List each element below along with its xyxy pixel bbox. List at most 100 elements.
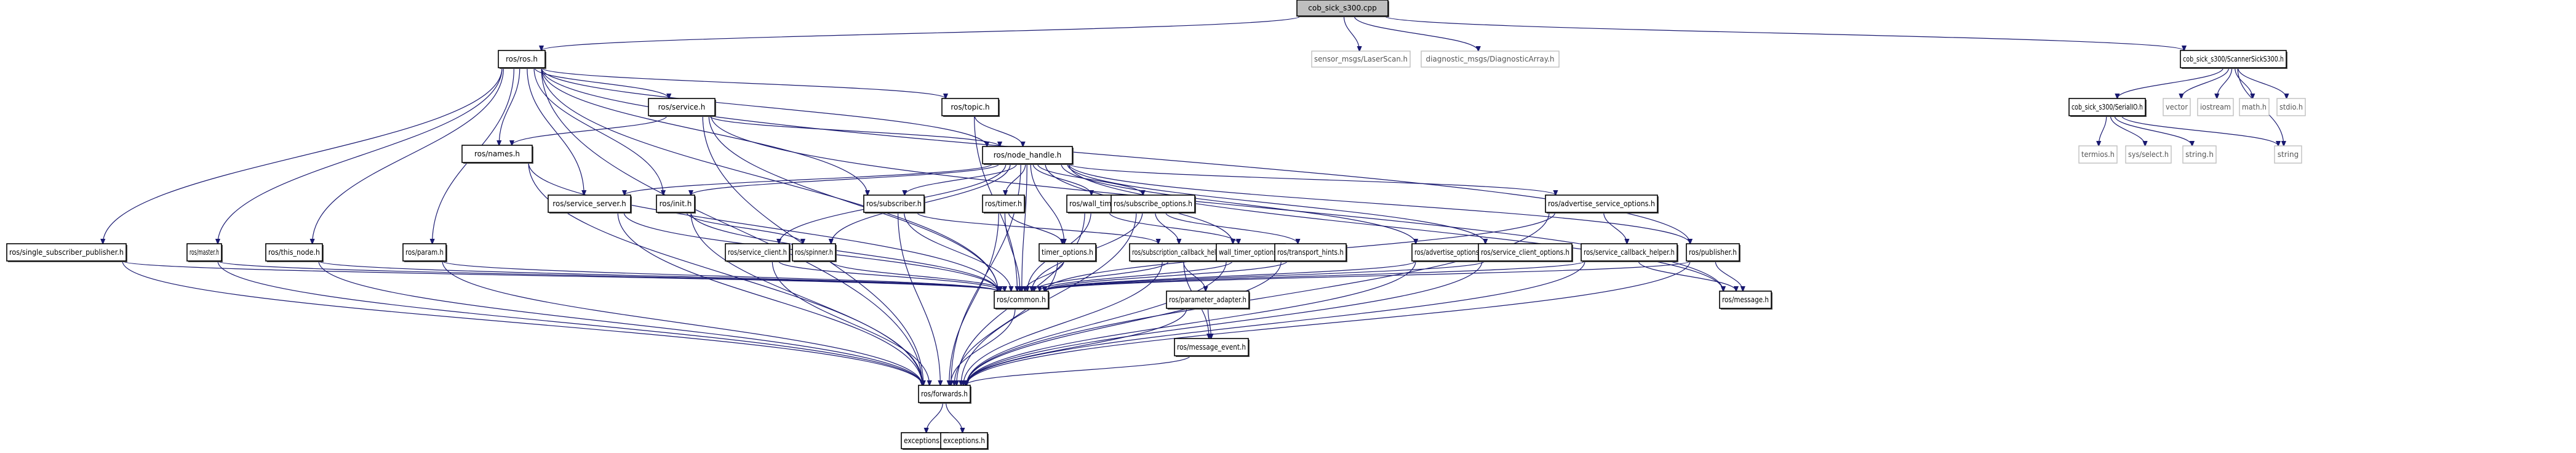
node-subscriber[interactable]: ros/subscriber.h: [863, 194, 925, 214]
edge-init-to-spinner: [686, 212, 803, 244]
node-forwards[interactable]: ros/forwards.h: [918, 385, 971, 404]
node-message-event[interactable]: ros/message_event.h: [1174, 338, 1250, 357]
edge-service_cb_helper-to-message: [1638, 260, 1736, 291]
node-label: vector: [2166, 103, 2188, 111]
edge-timer-to-common: [1004, 212, 1019, 291]
edge-topic-to-node_handle: [974, 115, 1023, 146]
node-message[interactable]: ros/message.h: [1719, 291, 1772, 310]
node-box: [863, 194, 925, 213]
node-box: [2276, 98, 2306, 116]
edge-service_client-to-forwards: [772, 260, 929, 385]
node-iostream: iostream: [2197, 98, 2234, 116]
node-service-client-options[interactable]: ros/service_client_options.h: [1478, 243, 1573, 262]
node-master[interactable]: ros/master.h: [186, 243, 223, 262]
node-timer-options[interactable]: timer_options.h: [1039, 243, 1097, 262]
node-box: [1421, 50, 1560, 68]
nodes-layer: cob_sick_s300.cpp ros/ros.h sensor_msgs/La…: [6, 0, 2306, 450]
edge-ros-to-common: [541, 67, 998, 291]
node-box: [792, 243, 836, 262]
node-publisher[interactable]: ros/publisher.h: [1686, 243, 1741, 262]
edge-wall_timer_options-to-forwards: [967, 260, 1227, 385]
node-ros[interactable]: ros/ros.h: [498, 50, 546, 69]
edge-common-to-forwards: [951, 308, 1016, 385]
edge-ros-to-this_node: [313, 67, 504, 244]
edge-this_node-to-forwards: [318, 260, 922, 385]
node-scanner[interactable]: cob_sick_s300/ScannerSickS300.h: [2180, 50, 2287, 69]
edge-service_server-to-forwards: [617, 212, 922, 385]
edge-single_sub_pub-to-forwards: [122, 260, 922, 385]
edge-subscriber-to-forwards: [898, 212, 941, 385]
edge-master-to-forwards: [217, 260, 922, 385]
node-box: [1719, 291, 1772, 309]
edge-init-to-forwards: [690, 212, 923, 385]
node-box: [1129, 243, 1234, 262]
node-common[interactable]: ros/common.h: [994, 291, 1050, 310]
node-transport-hints[interactable]: ros/transport_hints.h: [1274, 243, 1347, 262]
node-box: [982, 146, 1073, 164]
edge-service_client_options-to-common: [1045, 260, 1486, 291]
edge-master-to-common: [217, 260, 998, 291]
edge-serialio-to-string: [2121, 115, 2279, 146]
node-label: termios.h: [2081, 150, 2115, 159]
edge-wall_timer_options-to-common: [1040, 260, 1233, 291]
node-serialio[interactable]: cob_sick_s300/SerialIO.h: [2068, 98, 2147, 117]
node-string: string: [2274, 145, 2302, 164]
node-label: ros/service_client_options.h: [1481, 248, 1569, 257]
node-box: [461, 145, 533, 163]
node-label: diagnostic_msgs/DiagnosticArray.h: [1426, 55, 1554, 63]
node-box: [265, 243, 323, 262]
node-subscribe-options[interactable]: ros/subscribe_options.h: [1111, 194, 1196, 214]
edge-ros-to-node_handle: [541, 67, 987, 146]
node-label: ros/forwards.h: [921, 390, 968, 398]
edge-sub_cb_helper-to-param_adapter: [1182, 260, 1205, 291]
edge-spinner-to-common: [830, 260, 1005, 291]
node-this-node[interactable]: ros/this_node.h: [265, 243, 324, 262]
node-box: [1174, 338, 1249, 356]
node-names[interactable]: ros/names.h: [461, 145, 533, 164]
edge-publisher-to-common: [1045, 260, 1691, 291]
node-box: [402, 243, 447, 262]
node-label: cob_sick_s300/SerialIO.h: [2072, 103, 2143, 111]
node-box: [2068, 98, 2146, 116]
node-box: [1039, 243, 1096, 262]
edge-subscribe_options-to-transport_hints: [1165, 212, 1298, 244]
node-node-handle[interactable]: ros/node_handle.h: [982, 146, 1074, 165]
edge-param-to-forwards: [442, 260, 922, 385]
node-label: iostream: [2200, 103, 2231, 111]
edge-timer_options-to-forwards: [954, 260, 1058, 385]
node-box: [656, 194, 695, 213]
node-stringh: string.h: [2182, 145, 2217, 164]
edge-serialio-to-sysselect: [2110, 115, 2145, 146]
node-exceptions2[interactable]: exceptions.h: [940, 432, 989, 450]
node-label: wall_timer_options.h: [1219, 248, 1283, 257]
node-service-server[interactable]: ros/service_server.h: [548, 194, 632, 214]
edge-ros-to-service_server: [527, 67, 584, 195]
node-math: math.h: [2239, 98, 2270, 116]
node-param[interactable]: ros/param.h: [402, 243, 447, 262]
node-root[interactable]: cob_sick_s300.cpp: [1296, 0, 1389, 17]
node-box: [2197, 98, 2234, 116]
node-label: ros/parameter_adapter.h: [1169, 295, 1246, 304]
node-box: [498, 50, 546, 68]
node-param-adapter[interactable]: ros/parameter_adapter.h: [1166, 291, 1250, 310]
node-box: [1296, 0, 1389, 17]
node-box: [1478, 243, 1573, 262]
node-label: ros/message.h: [1722, 295, 1769, 304]
node-init[interactable]: ros/init.h: [656, 194, 696, 214]
edge-subscriber-to-sub_cb_helper: [916, 212, 1158, 244]
node-label: ros/service.h: [658, 103, 706, 111]
node-timer[interactable]: ros/timer.h: [982, 194, 1026, 214]
node-single-sub-pub[interactable]: ros/single_subscriber_publisher.h: [6, 243, 127, 262]
node-sysselect: sys/select.h: [2125, 145, 2172, 164]
node-topic[interactable]: ros/topic.h: [941, 98, 1000, 117]
node-label: sensor_msgs/LaserScan.h: [1314, 55, 1408, 63]
node-sub-cb-helper[interactable]: ros/subscription_callback_helper.h: [1129, 243, 1234, 262]
node-service-client[interactable]: ros/service_client.h: [725, 243, 791, 262]
node-adv-service-options[interactable]: ros/advertise_service_options.h: [1545, 194, 1659, 214]
node-service-cb-helper[interactable]: ros/service_callback_helper.h: [1581, 243, 1678, 262]
edge-advertise_options-to-common: [1045, 260, 1416, 291]
node-advertise-options[interactable]: ros/advertise_options.h: [1411, 243, 1488, 262]
node-service[interactable]: ros/service.h: [648, 98, 716, 117]
node-spinner[interactable]: ros/spinner.h: [792, 243, 837, 262]
edge-ros-to-subscriber: [541, 67, 867, 195]
